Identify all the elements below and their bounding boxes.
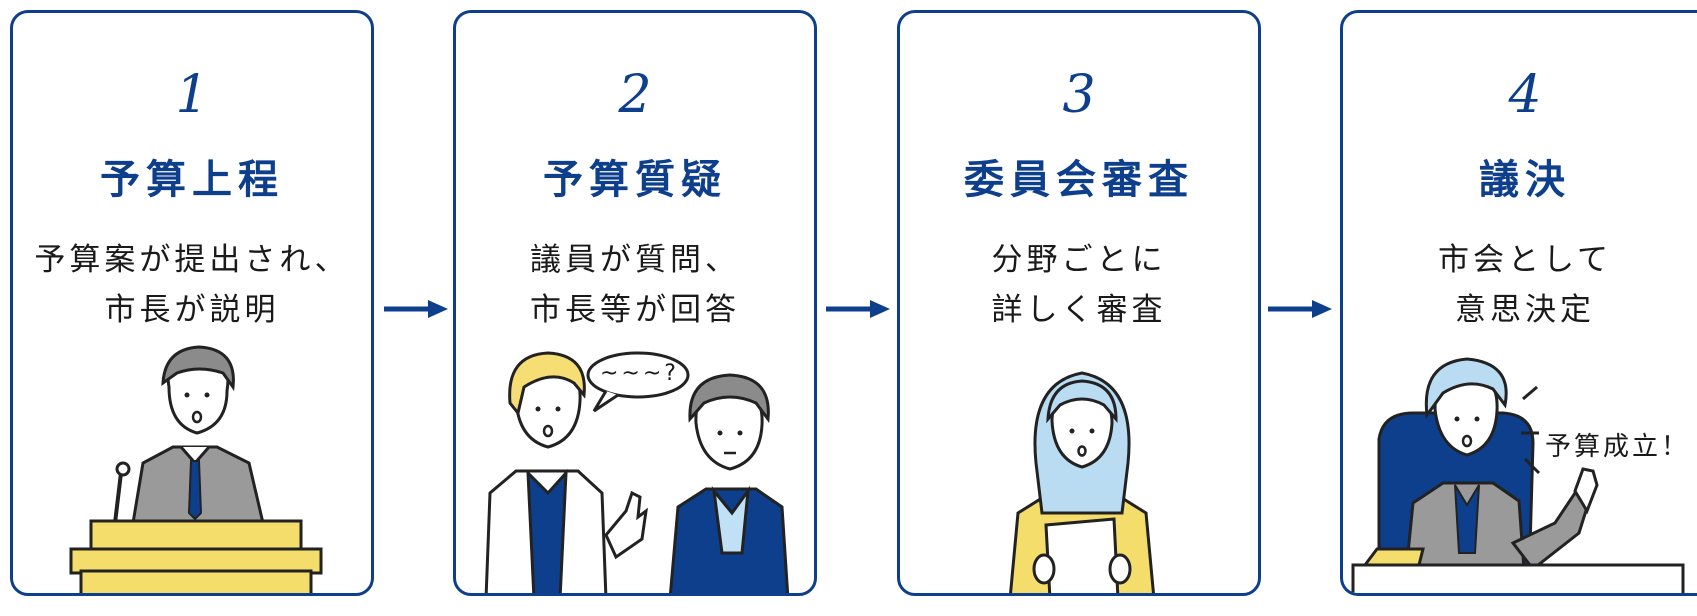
- description-line: 詳しく審査: [991, 292, 1167, 328]
- description-line: 意思決定: [1455, 292, 1595, 328]
- step-card-3: 3 委員会審査 分野ごとに 詳しく審査: [897, 10, 1261, 596]
- speech-bubble-text: ~~~?: [600, 361, 679, 386]
- mayor-podium-illustration: [69, 345, 323, 593]
- description-line: 市会として: [1437, 242, 1613, 278]
- description-line: 市長等が回答: [530, 292, 740, 328]
- step-card-2: 2 予算質疑 議員が質問、 市長等が回答 ~~~?: [453, 10, 817, 596]
- speech-text: 予算成立！: [1545, 432, 1691, 462]
- step-card-4: 4 議決 市会として 意思決定 予算成立！: [1340, 10, 1697, 596]
- step-number: 1: [175, 65, 209, 125]
- step-description: 市会として 意思決定: [1343, 235, 1697, 335]
- arrow-icon: [1268, 300, 1332, 318]
- description-line: 分野ごとに: [991, 242, 1167, 278]
- arrow-icon: [384, 300, 448, 318]
- step-number: 4: [1508, 65, 1542, 125]
- step-card-1: 1 予算上程 予算案が提出され、 市長が説明: [10, 10, 374, 596]
- description-line: 議員が質問、: [530, 242, 740, 278]
- description-line: 予算案が提出され、: [34, 242, 350, 278]
- step-number: 2: [618, 65, 652, 125]
- step-title: 予算質疑: [543, 157, 727, 203]
- description-line: 市長が説明: [104, 292, 280, 328]
- step-description: 分野ごとに 詳しく審査: [900, 235, 1258, 335]
- step-title: 委員会審査: [964, 157, 1194, 203]
- step-title: 予算上程: [100, 157, 284, 203]
- step-description: 予算案が提出され、 市長が説明: [13, 235, 371, 335]
- step-title: 議決: [1479, 157, 1571, 203]
- committee-review-illustration: [1009, 371, 1155, 593]
- resolution-illustration: [1351, 357, 1685, 593]
- step-description: 議員が質問、 市長等が回答: [456, 235, 814, 335]
- arrow-icon: [826, 300, 890, 318]
- question-answer-illustration: [484, 351, 790, 593]
- step-number: 3: [1062, 65, 1096, 125]
